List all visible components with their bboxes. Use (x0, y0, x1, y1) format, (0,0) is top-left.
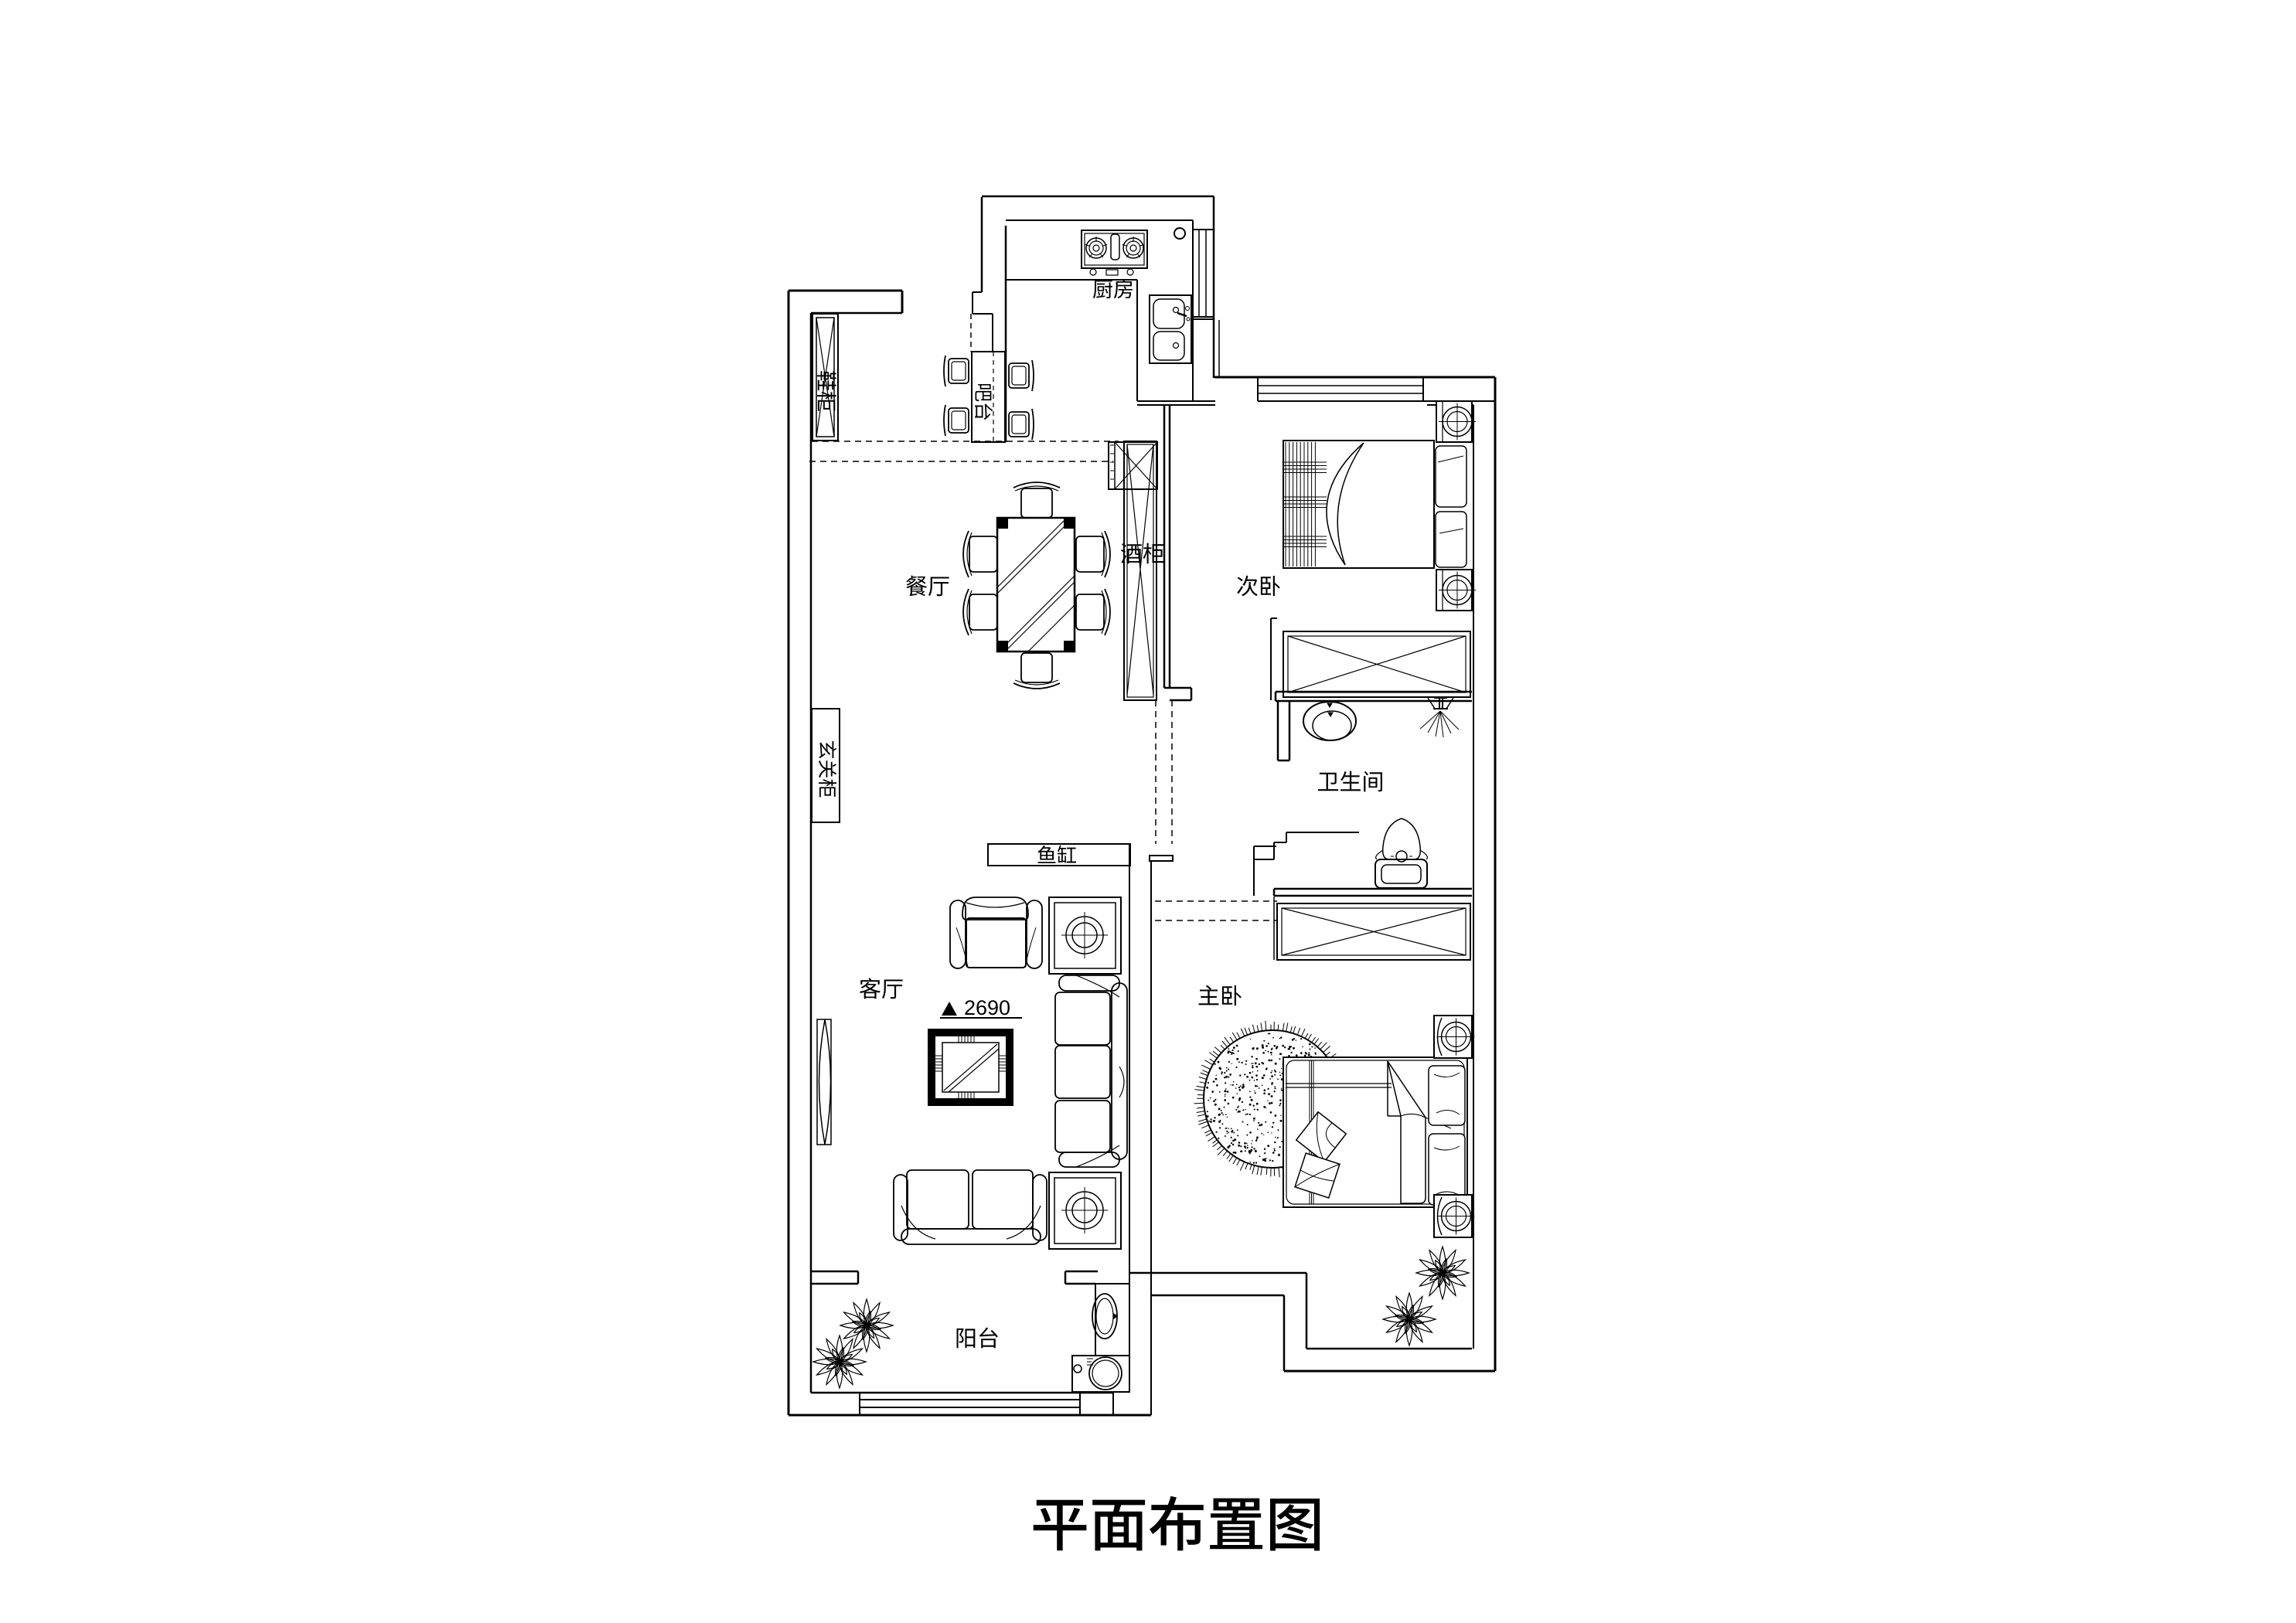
svg-text:2690: 2690 (964, 996, 1010, 1019)
